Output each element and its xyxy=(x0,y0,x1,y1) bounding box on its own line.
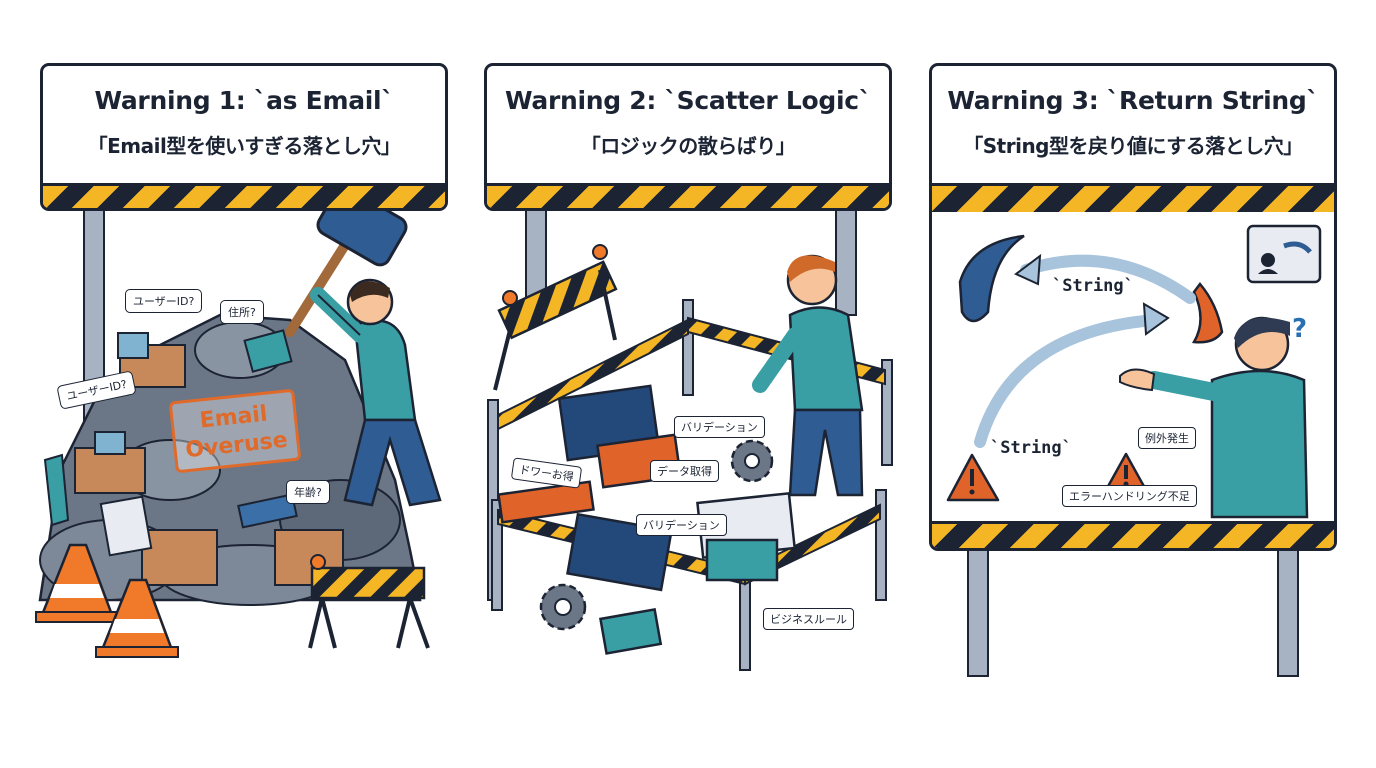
gear-icon xyxy=(730,439,774,483)
question-mark: ? xyxy=(1292,314,1308,344)
sign-subtitle: 「ロジックの散らばり」 xyxy=(580,134,796,158)
code-tag-label: ビジネスルール xyxy=(763,608,854,630)
gear-icon xyxy=(539,583,587,631)
sign-subtitle: 「Email型を使いすぎる落とし穴」 xyxy=(87,134,401,158)
developer-figure xyxy=(752,254,864,497)
sign-3-art xyxy=(946,224,1322,519)
speech-bubble: 年齢? xyxy=(286,480,330,504)
sign-pole xyxy=(835,204,857,316)
speech-bubble: 住所? xyxy=(220,300,264,324)
sign-pole xyxy=(967,547,989,677)
exception-label: 例外発生 xyxy=(1138,427,1196,449)
code-label: `String` xyxy=(990,438,1072,458)
code-tag-label: バリデーション xyxy=(636,514,727,536)
boomerang-icon xyxy=(1246,224,1322,284)
error-handling-label: エラーハンドリング不足 xyxy=(1062,485,1197,507)
developer-figure xyxy=(1119,316,1309,519)
hazard-stripe xyxy=(487,183,889,208)
warning-triangle-icon xyxy=(946,453,1000,502)
sign-title: Warning 1: `as Email` xyxy=(94,86,394,115)
warning-sign-2: Warning 2: `Scatter Logic` 「ロジックの散らばり」 xyxy=(484,63,892,211)
hazard-stripe xyxy=(932,521,1334,548)
barricade-icon xyxy=(493,244,618,391)
code-label: `String` xyxy=(1052,276,1134,296)
warning-sign-3: Warning 3: `Return String` 「String型を戻り値に… xyxy=(929,63,1337,551)
code-window xyxy=(497,384,797,655)
email-overuse-stamp: Email Overuse xyxy=(168,388,302,474)
code-tag-label: データ取得 xyxy=(650,460,719,482)
hazard-stripe xyxy=(932,183,1334,212)
sign-subtitle: 「String型を戻り値にする落とし穴」 xyxy=(963,134,1303,158)
sign-title: Warning 2: `Scatter Logic` xyxy=(505,86,871,115)
cardboard-box xyxy=(141,529,218,586)
code-tag-label: バリデーション xyxy=(674,416,765,438)
speech-bubble: ユーザーID? xyxy=(125,289,203,313)
boomerang-icon xyxy=(1191,281,1224,344)
traffic-cone-icon xyxy=(95,578,179,658)
warning-sign-1: Warning 1: `as Email` 「Email型を使いすぎる落とし穴」 xyxy=(40,63,448,211)
boomerang-icon xyxy=(958,234,1025,323)
hazard-stripe xyxy=(43,183,445,208)
worker-figure xyxy=(285,185,442,507)
sign-title: Warning 3: `Return String` xyxy=(947,86,1319,115)
barricade-icon xyxy=(308,554,430,649)
traffic-cone-icon xyxy=(35,543,119,623)
sign-pole xyxy=(1277,547,1299,677)
